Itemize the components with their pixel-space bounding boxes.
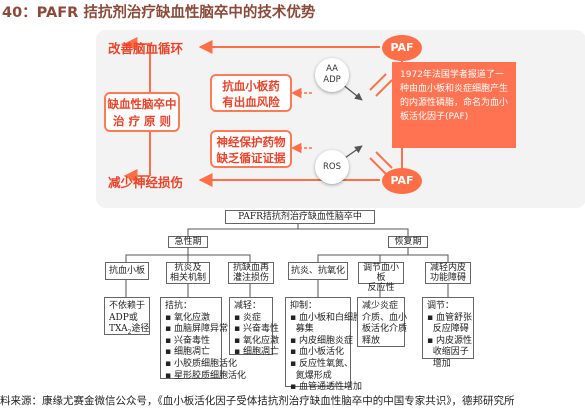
leaf-regulate-detail: 减少炎症 介质、血小 板活化介质 释放: [357, 297, 408, 347]
ap-line-3: TXA2途径: [109, 324, 149, 338]
antag-item: ▪ 细胞凋亡: [165, 347, 210, 358]
inhibit-head: 抑制：: [290, 301, 318, 311]
reg-line: 减少炎症: [362, 301, 399, 311]
ap-pathway: 途径: [131, 324, 150, 335]
inhibit-item: 募集: [295, 324, 314, 335]
antag-item: ▪ 氧化应激: [165, 312, 210, 323]
principle-line1: 缺血性脑卒中: [107, 97, 177, 111]
neuro-box: 神经保护药物 缺乏循证证据: [210, 130, 292, 168]
page-title: 40：PAFR 拮抗剂治疗缺血性脑卒中的技术优势: [2, 5, 316, 21]
antiplatelet-box: 抗血小板药 有出血风险: [210, 74, 292, 112]
adjust-item: 收缩因子: [432, 347, 469, 358]
anti-related-line1: 抗炎及: [174, 263, 202, 273]
tree-regulate: 调节血小板 反应性: [358, 262, 404, 293]
inhibit-item: ▪ 血小板活化: [290, 347, 344, 358]
adjust-item: ▪ 内皮源性: [427, 335, 472, 346]
aa-label: AA: [326, 64, 338, 74]
principle-line2: 治 疗 原 则: [112, 114, 171, 128]
ros-label: ROS: [323, 162, 341, 172]
ap-txa: TXA: [109, 324, 128, 335]
reg-line: 板活化介质: [362, 324, 408, 335]
tree-root: PAFR拮抗剂治疗缺血性脑卒中: [225, 210, 375, 224]
reduce-head: 减轻：: [234, 301, 262, 311]
regulate-line1: 调节血小板: [362, 263, 399, 283]
block-mark-bottom: [369, 151, 393, 175]
ap-line-2: ADP或: [109, 312, 138, 323]
reg-line: 介质、血小: [362, 312, 408, 323]
antiplatelet-line1: 抗血小板药: [222, 79, 280, 93]
antiplatelet-line2: 有出血风险: [222, 95, 280, 109]
reduce-item: ▪ 兴奋毒性: [234, 324, 279, 335]
inhibit-item: ▪ 血小板和白细胞: [290, 312, 362, 323]
arrow-aa: [341, 83, 363, 101]
antag-item: ▪ 兴奋毒性: [165, 335, 210, 346]
principle-box: 缺血性脑卒中 治 疗 原 则: [104, 92, 180, 132]
antag-head: 拮抗：: [165, 301, 193, 311]
adjust-item: 增加: [432, 358, 451, 369]
tree-alleviate: 减轻内皮 功能障碍: [425, 262, 471, 284]
inhibit-item: ▪ 血管通透性增加: [290, 382, 362, 393]
neuro-line1: 神经保护药物: [216, 135, 286, 149]
leaf-reduce: 减轻： ▪ 炎症 ▪ 兴奋毒性 ▪ 氧化应激 ▪ 细胞凋亡: [229, 297, 279, 357]
alleviate-line2: 功能障碍: [429, 273, 466, 283]
tree-acute: 急性期: [168, 236, 208, 248]
tree-anti-inflam: 抗炎、抗氧化: [288, 262, 348, 280]
paf-top-badge: PAF: [382, 35, 422, 61]
adjust-head: 调节：: [427, 301, 455, 311]
reduce-item: ▪ 细胞凋亡: [234, 347, 279, 358]
anti-related-line2: 相关机制: [169, 273, 206, 283]
neuro-line2: 缺乏循证证据: [216, 151, 286, 165]
ap-txa-sub: 2: [127, 328, 132, 336]
source-note: 料来源：康缘尤赛金微信公众号，《血小板活化因子受体拮抗剂治疗缺血性脑卒中的中国专…: [0, 395, 515, 407]
anti-ischemia-line1: 抗缺血再: [232, 263, 269, 273]
inhibit-item: ▪ 内皮细胞炎症: [290, 335, 353, 346]
anti-ischemia-line2: 灌注损伤: [232, 273, 269, 283]
improve-circulation-label: 改善脑血循环: [108, 41, 184, 56]
antag-item: ▪ 血脑屏障异常: [165, 324, 228, 335]
adjust-item: ▪ 血管舒张: [427, 312, 472, 323]
regulate-line2: 反应性: [367, 283, 395, 293]
ros-circle: ROS: [315, 150, 349, 184]
tree-recovery: 恢复期: [388, 236, 428, 248]
adjust-item: 反应障碍: [432, 324, 469, 335]
alleviate-line1: 减轻内皮: [429, 263, 466, 273]
antag-item: ▪ 小胶质细胞活化: [165, 358, 237, 369]
paf-history-note: 1972年法国学者报道了一种由血小板和炎症细胞产生的内源性磷脂，命名为血小板活化…: [392, 62, 516, 148]
tree-anti-related: 抗炎及 相关机制: [166, 262, 210, 284]
aa-adp-circle: AA ADP: [315, 58, 349, 92]
reg-line: 释放: [362, 335, 381, 346]
inhibit-item: 氮爆形成: [295, 370, 332, 381]
reduce-item: ▪ 炎症: [234, 312, 261, 323]
leaf-inhibit: 抑制： ▪ 血小板和白细胞 募集 ▪ 内皮细胞炎症 ▪ 血小板活化 ▪ 反应性氧…: [285, 297, 362, 392]
tree-anti-ischemia: 抗缺血再 灌注损伤: [228, 262, 274, 284]
block-mark-top: [369, 73, 393, 97]
tree-antiplatelet: 抗血小板: [105, 262, 149, 280]
ap-line-1: 不依赖于: [109, 301, 146, 311]
adp-label: ADP: [323, 75, 341, 85]
leaf-antiplatelet-detail: 不依赖于 ADP或 TXA2途径: [104, 297, 150, 338]
leaf-antagonize: 拮抗： ▪ 氧化应激 ▪ 血脑屏障异常 ▪ 兴奋毒性 ▪ 细胞凋亡 ▪ 小胶质细…: [160, 297, 246, 381]
reduce-item: ▪ 氧化应激: [234, 335, 279, 346]
antag-item: ▪ 星形胶质细胞活化: [165, 370, 246, 381]
reduce-damage-label: 减少神经损伤: [108, 175, 184, 190]
paf-bottom-badge: PAF: [382, 168, 422, 194]
leaf-adjust: 调节： ▪ 血管舒张 反应障碍 ▪ 内皮源性 收缩因子 增加: [422, 297, 474, 369]
inhibit-item: ▪ 反应性氧氮、: [290, 358, 353, 369]
